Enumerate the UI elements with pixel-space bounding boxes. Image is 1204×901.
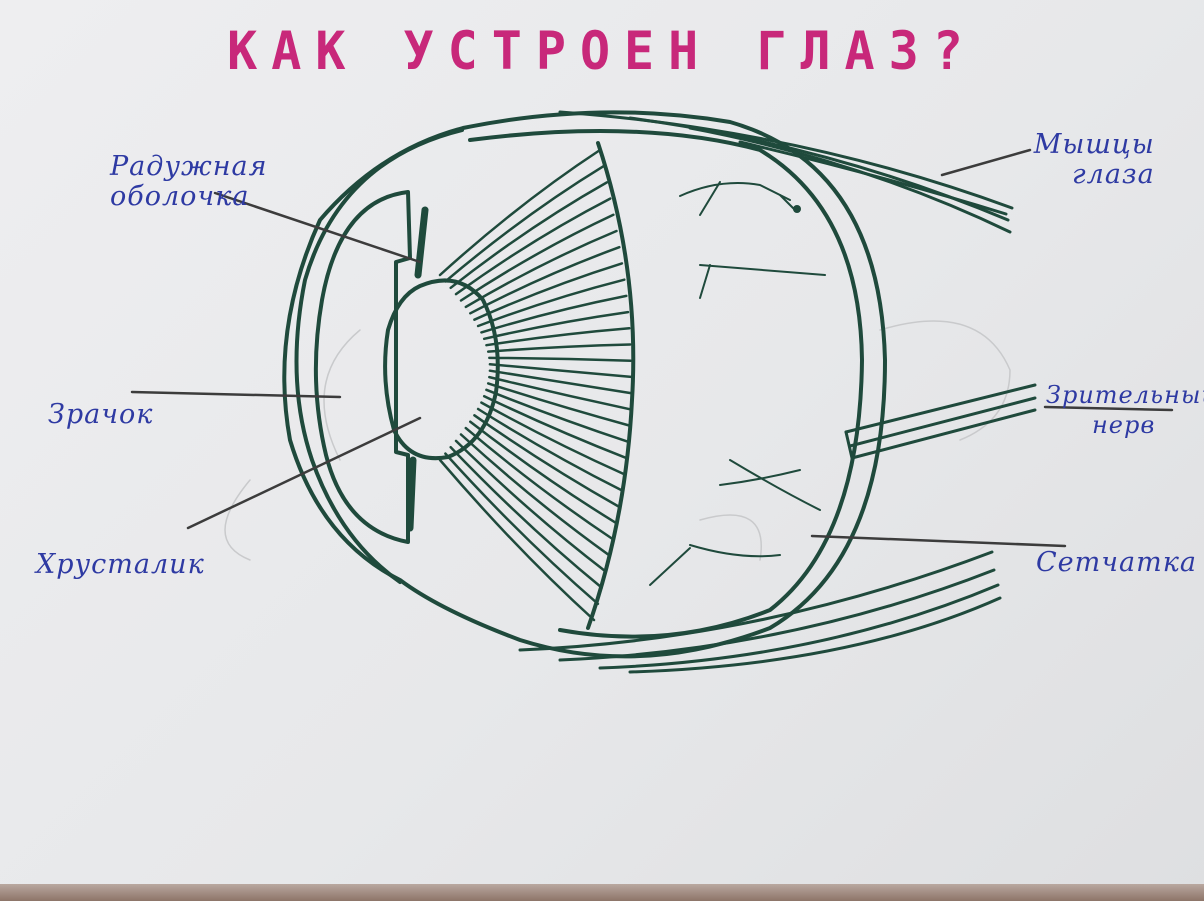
label-eye-muscles: Мышцы глаза <box>1020 130 1155 190</box>
table-edge <box>0 884 1204 901</box>
label-pupil: Зрачок <box>48 399 154 430</box>
vessel-node <box>793 205 801 213</box>
ciliary-fiber <box>482 394 628 460</box>
ciliary-fiber <box>485 388 630 443</box>
ciliary-fiber <box>476 407 623 492</box>
ciliary-fiber <box>438 148 602 277</box>
ciliary-fiber <box>459 433 611 557</box>
ciliary-fiber <box>485 327 631 347</box>
ciliary-fiber <box>464 229 618 309</box>
iris <box>406 206 429 532</box>
ciliary-fiber <box>486 382 631 427</box>
label-eye-muscles-line1: Мышцы <box>1033 129 1155 160</box>
vitreous-boundary <box>586 141 636 630</box>
label-iris: Радужная оболочка <box>110 152 268 212</box>
optic-nerve <box>844 383 1037 460</box>
anterior-chamber <box>313 190 412 544</box>
ciliary-fiber <box>444 452 600 606</box>
ciliary-fiber <box>473 414 621 508</box>
ciliary-fibers <box>438 148 633 622</box>
ciliary-fiber <box>480 294 628 334</box>
label-retina: Сетчатка <box>1036 547 1197 578</box>
label-iris-line1: Радужная <box>110 151 268 182</box>
ciliary-fiber <box>469 420 618 525</box>
label-eye-muscles-line2: глаза <box>1072 159 1155 190</box>
label-optic-nerve: Зрительный нерв <box>1046 380 1204 440</box>
ciliary-fiber <box>476 278 626 328</box>
ciliary-fiber <box>488 369 633 395</box>
label-lens: Хрусталик <box>36 549 205 580</box>
ciliary-fiber <box>469 245 621 315</box>
label-optic-nerve-line1: Зрительный <box>1046 381 1204 409</box>
ciliary-fiber <box>454 439 607 573</box>
sclera-outline <box>282 110 887 659</box>
ciliary-fiber <box>454 197 612 296</box>
retina-outline <box>468 129 864 639</box>
ciliary-fiber <box>473 262 624 321</box>
ciliary-fiber <box>449 181 609 290</box>
ciliary-fiber <box>486 343 632 353</box>
ciliary-fiber <box>482 310 630 341</box>
ciliary-fiber <box>480 401 626 476</box>
ciliary-fiber <box>438 458 596 622</box>
retinal-vessels <box>649 181 826 586</box>
ciliary-fiber <box>488 375 632 411</box>
ciliary-fiber <box>464 426 614 541</box>
ciliary-fiber <box>488 356 633 362</box>
label-iris-line2: оболочка <box>110 181 250 212</box>
ciliary-fiber <box>488 363 633 379</box>
cornea-outline <box>294 128 464 584</box>
ciliary-fiber <box>444 164 605 283</box>
label-optic-nerve-line2: нерв <box>1092 411 1156 439</box>
label-pointer-lines <box>130 148 1174 548</box>
ciliary-fiber <box>459 213 615 302</box>
ciliary-fiber <box>449 445 603 589</box>
poster-title: КАК УСТРОЕН ГЛАЗ? <box>227 20 977 82</box>
eye-muscles-upper <box>558 110 1014 234</box>
